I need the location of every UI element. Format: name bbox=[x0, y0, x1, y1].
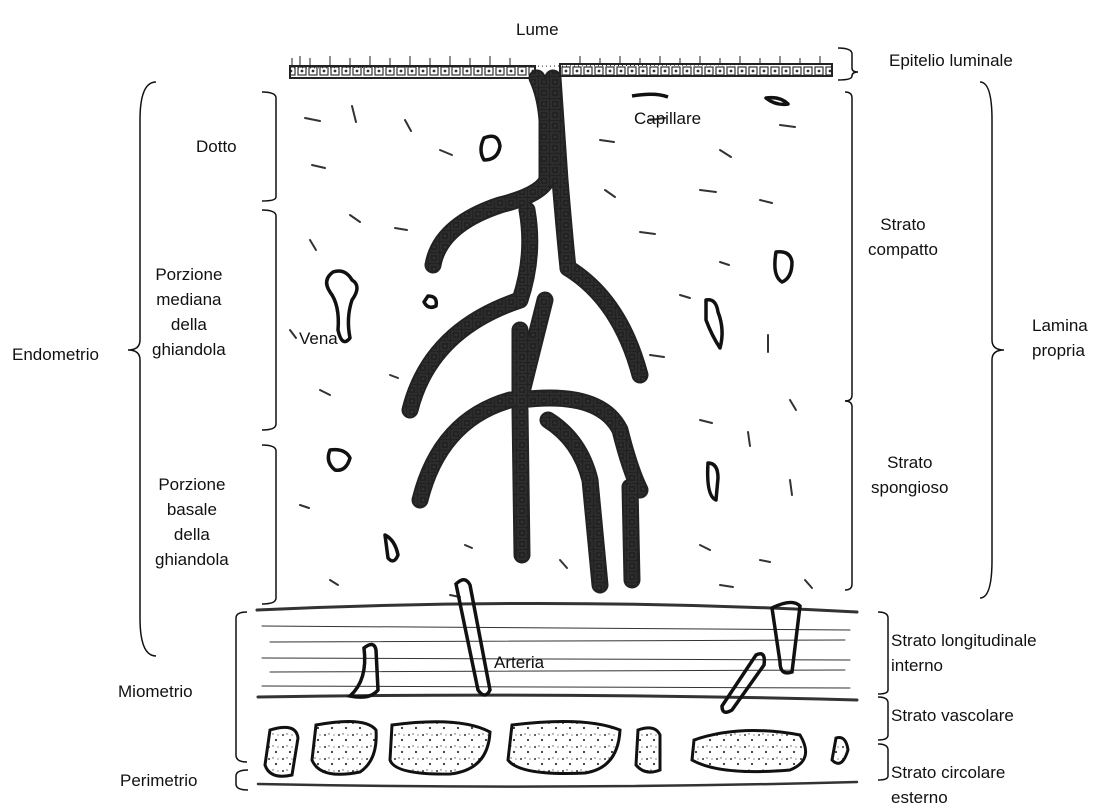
label-miometrio: Miometrio bbox=[118, 679, 193, 704]
label-endometrio: Endometrio bbox=[12, 342, 99, 367]
artery-vessels bbox=[350, 580, 800, 713]
luminal-epithelium bbox=[290, 56, 832, 78]
label-epitelio-luminale: Epitelio luminale bbox=[889, 48, 1013, 73]
uterine-gland bbox=[410, 78, 640, 585]
label-dotto: Dotto bbox=[196, 134, 237, 159]
label-lume: Lume bbox=[516, 17, 559, 42]
label-strato-longitudinale-interno: Strato longitudinale interno bbox=[891, 628, 1037, 678]
label-strato-spongioso: Strato spongioso bbox=[871, 450, 949, 500]
label-arteria: Arteria bbox=[494, 650, 544, 675]
label-porzione-mediana: Porzione mediana della ghiandola bbox=[152, 262, 226, 362]
label-capillare: Capillare bbox=[634, 106, 701, 131]
label-strato-compatto: Strato compatto bbox=[868, 212, 938, 262]
label-strato-circolare-esterno: Strato circolare esterno bbox=[891, 760, 1005, 810]
myometrium-muscle-bundles bbox=[265, 721, 848, 776]
label-strato-vascolare: Strato vascolare bbox=[891, 703, 1014, 728]
label-vena: Vena bbox=[299, 326, 338, 351]
label-lamina-propria: Lamina propria bbox=[1032, 313, 1088, 363]
label-perimetrio: Perimetrio bbox=[120, 768, 197, 793]
label-porzione-basale: Porzione basale della ghiandola bbox=[155, 472, 229, 572]
